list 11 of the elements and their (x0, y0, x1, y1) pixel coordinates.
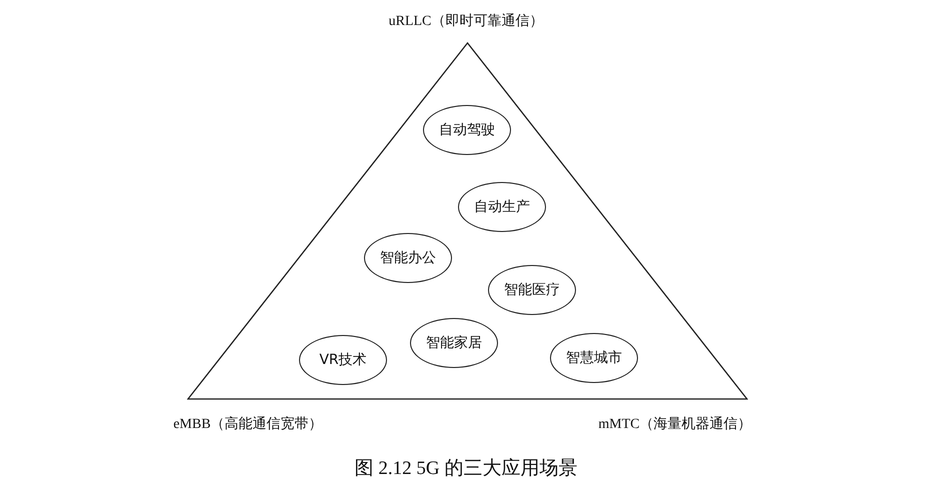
scenario-ellipse: 自动驾驶 (423, 105, 511, 155)
scenario-ellipse: 智慧城市 (550, 333, 638, 383)
scenario-ellipse: 自动生产 (458, 182, 546, 232)
corner-label: eMBB（高能通信宽带） (173, 415, 323, 433)
scenario-ellipse: VR技术 (299, 335, 387, 385)
figure-caption: 图 2.12 5G 的三大应用场景 (354, 457, 578, 481)
corner-label: uRLLC（即时可靠通信） (388, 12, 544, 30)
scenario-ellipse: 智能医疗 (488, 265, 576, 315)
corner-label: mMTC（海量机器通信） (598, 416, 752, 433)
scenario-ellipse: 智能家居 (410, 318, 498, 368)
scenario-ellipse: 智能办公 (364, 233, 452, 283)
